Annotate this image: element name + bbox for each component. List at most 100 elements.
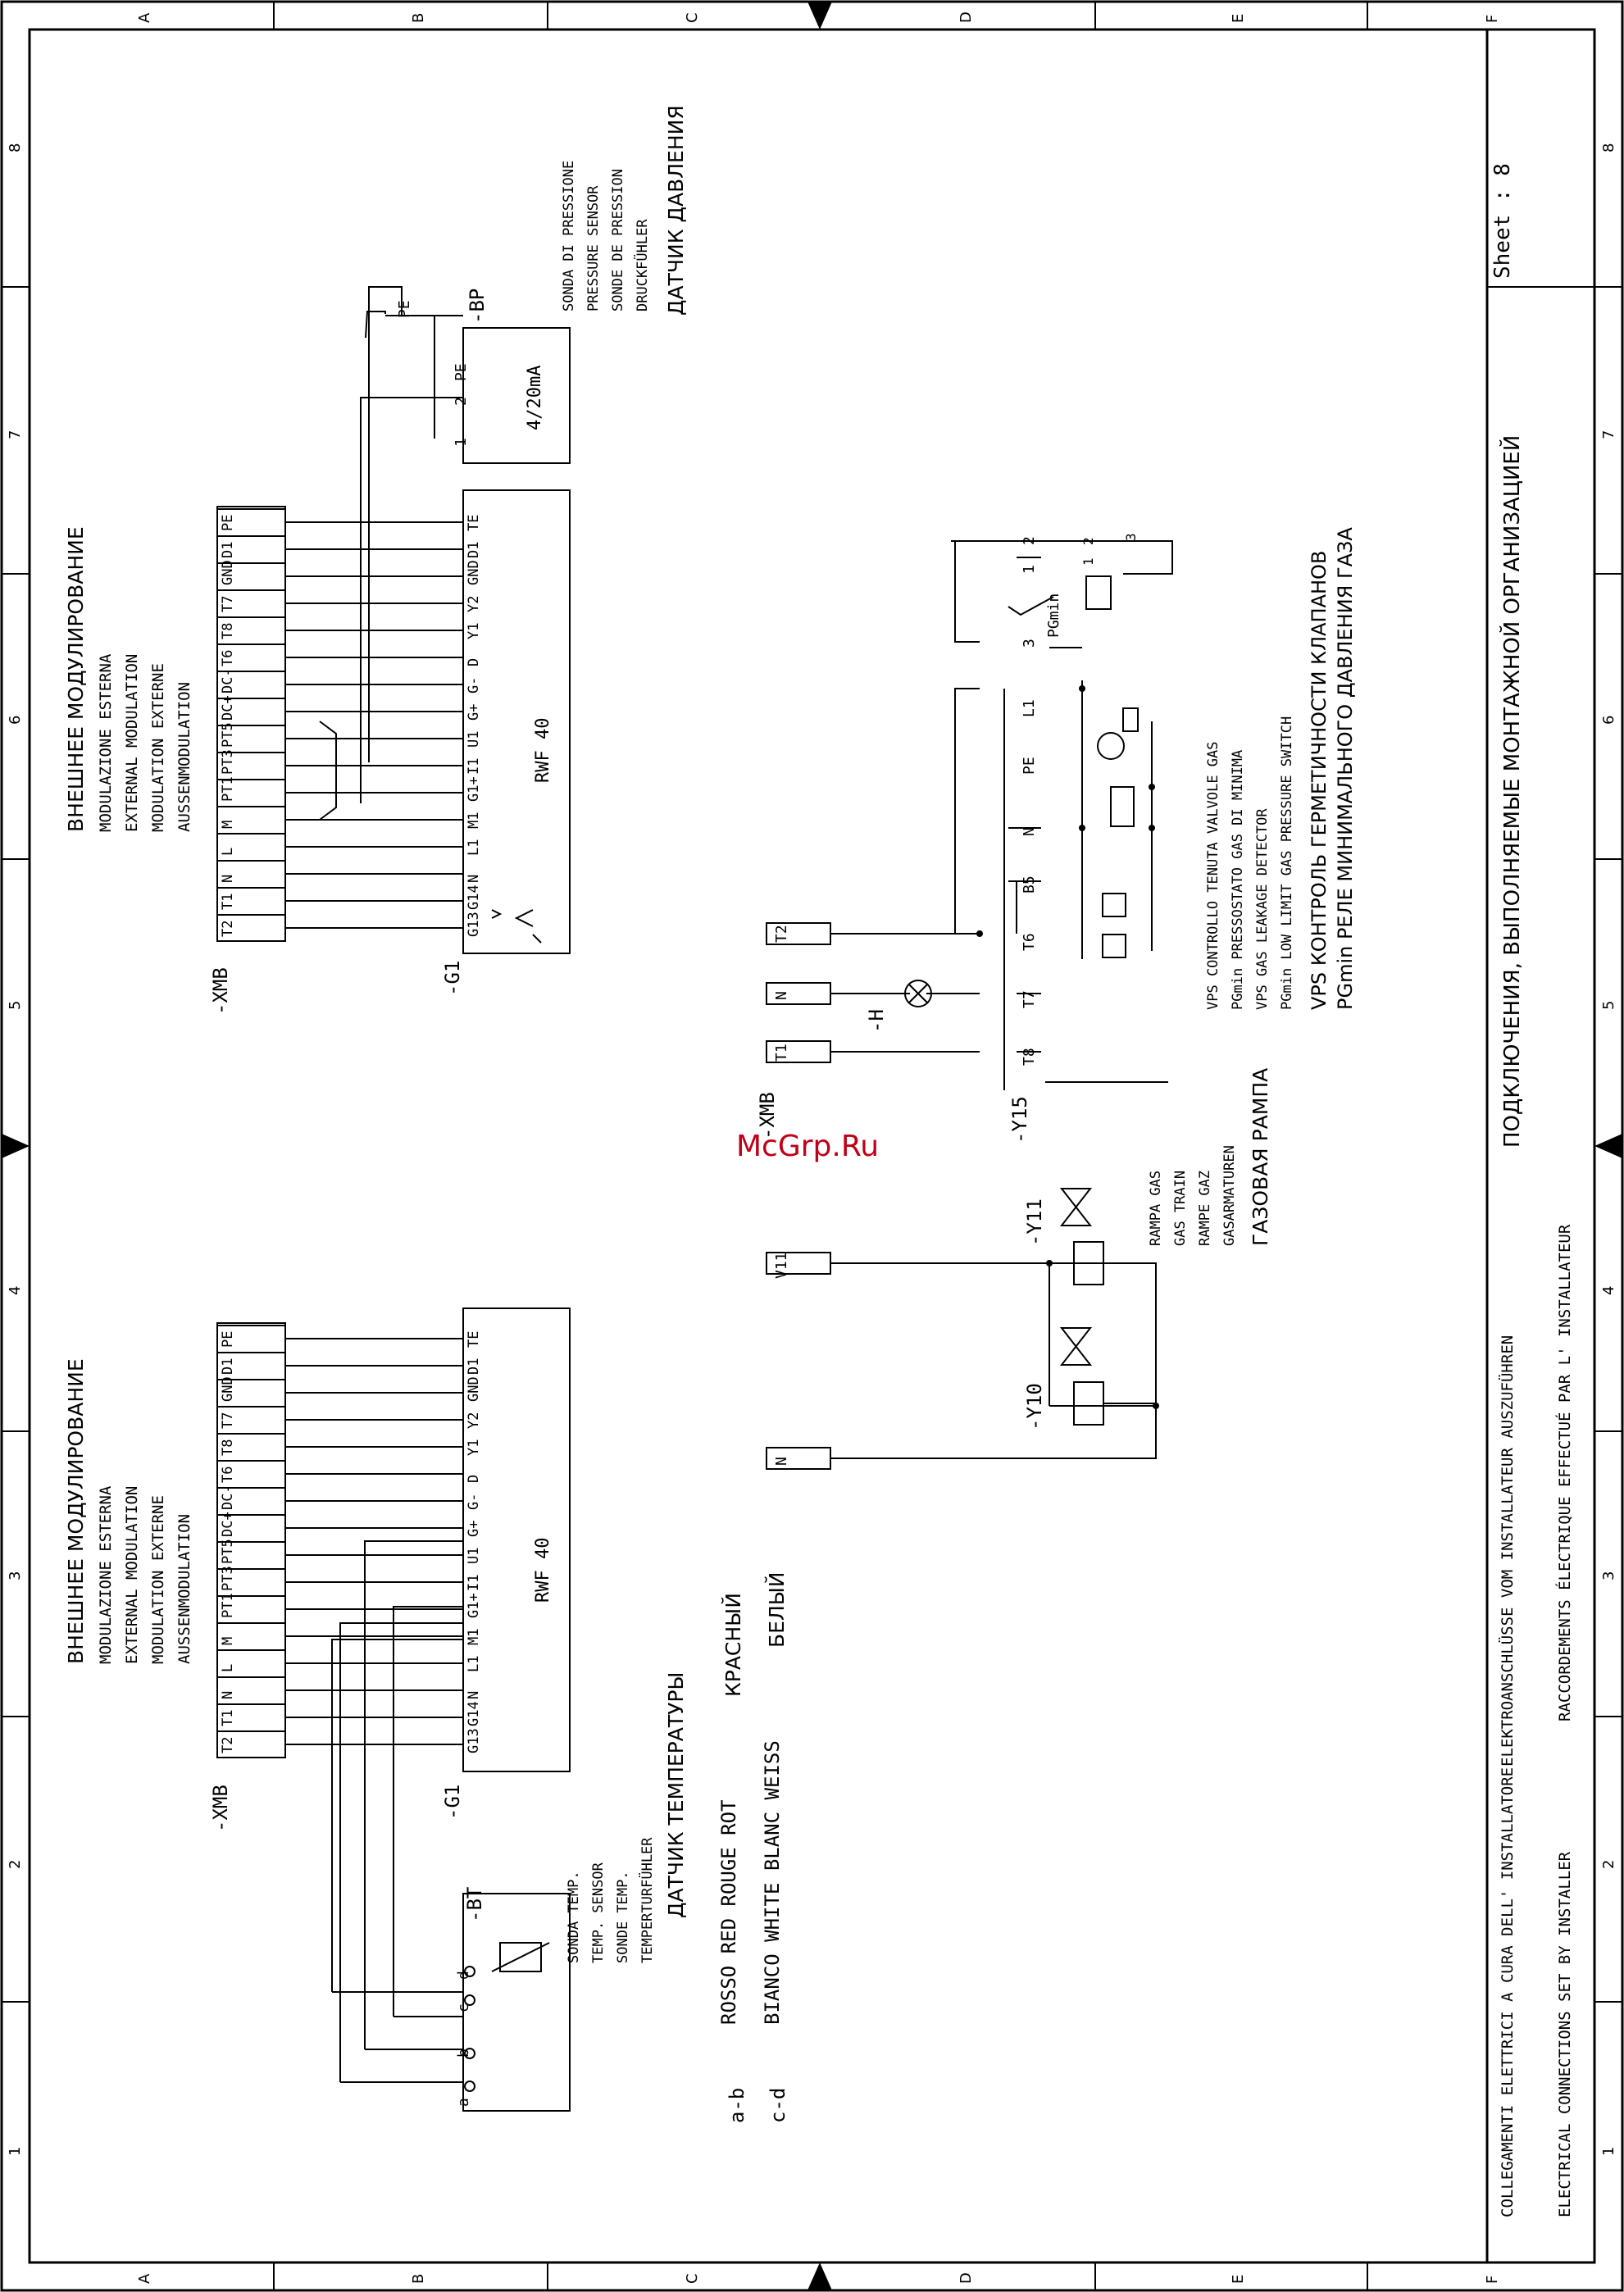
controller-terminal-label: G+ xyxy=(466,1520,482,1537)
controller-terminal-label: D1 xyxy=(466,541,482,558)
controller-terminal-label: M1 xyxy=(466,1628,482,1645)
row-label: 1 xyxy=(7,2146,24,2156)
terminal-strip-ref: -XMB xyxy=(209,1785,232,1832)
col-label: F xyxy=(1484,2275,1501,2284)
modulation-title: ВНЕШНЕЕ МОДУЛИРОВАНИЕ xyxy=(64,526,88,832)
temp-title: ДАТЧИК ТЕМПЕРАТУРЫ xyxy=(664,1671,688,1919)
terminal-n: N xyxy=(773,1457,790,1466)
terminal-label: GND xyxy=(220,1376,236,1402)
controller-terminal-label: G1+ xyxy=(466,776,482,802)
color-key-ab: a-b xyxy=(726,2087,748,2123)
controller-terminal-label: U1 xyxy=(466,730,482,748)
title-de: ELEKTROANSCHLÜSSE VOM INSTALLATEUR AUSZU… xyxy=(1499,1335,1517,1767)
temp-pin: c xyxy=(455,2003,472,2012)
modulation-title: ВНЕШНЕЕ МОДУЛИРОВАНИЕ xyxy=(64,1358,88,1664)
vps-line: PGmin PRESSOSTATO GAS DI MINIMA xyxy=(1230,749,1246,1010)
controller-terminal-label: N xyxy=(466,1690,482,1699)
terminal-label: T6 xyxy=(220,1466,236,1483)
pgmin-pin: 1 xyxy=(1021,565,1038,574)
terminal-label: GND xyxy=(220,560,236,585)
pe-label: PE xyxy=(396,300,413,318)
pgmin-pin: 2 xyxy=(1021,536,1038,545)
controller-terminal-label: GND xyxy=(466,1376,482,1402)
controller-terminal-label: Y2 xyxy=(466,1412,482,1429)
sheet-number: Sheet : 8 xyxy=(1490,163,1515,279)
row-label: 5 xyxy=(1600,1000,1617,1010)
title-en: ELECTRICAL CONNECTIONS SET BY INSTALLER xyxy=(1556,1851,1574,2217)
vps-line: VPS GAS LEAKAGE DETECTOR xyxy=(1254,808,1271,1010)
gas-train-line: GASARMATUREN xyxy=(1221,1145,1238,1246)
controller-terminal-label: Y2 xyxy=(466,595,482,612)
controller-terminal-label: I1 xyxy=(466,1574,482,1591)
controller-terminal-label: D xyxy=(466,657,482,666)
color-key-cd: c-d xyxy=(767,2087,789,2123)
terminal-label: M xyxy=(220,1636,236,1645)
terminal-label: L xyxy=(220,1663,236,1672)
terminal-label: D1 xyxy=(220,541,236,558)
terminal-label: T7 xyxy=(220,595,236,612)
controller-name: RWF 40 xyxy=(533,1537,553,1603)
sensor-pin: 2 xyxy=(453,397,470,406)
controller-ref: -G1 xyxy=(441,960,464,996)
sensor-pin: 1 xyxy=(453,438,470,447)
pgmin-contact: 2 xyxy=(1080,537,1096,545)
terminal-label: T2 xyxy=(220,920,236,937)
lamp-ref: -H xyxy=(865,1009,888,1033)
row-label: 7 xyxy=(7,430,24,439)
terminal-label: T8 xyxy=(220,622,236,639)
controller-terminal-label: G+ xyxy=(466,703,482,721)
modulation-line: MODULAZIONE ESTERNA xyxy=(97,1485,115,1664)
modulation-line: AUSSENMODULATION xyxy=(175,1513,193,1664)
vps-pin: B5 xyxy=(1021,875,1038,894)
row-label: 8 xyxy=(7,143,24,152)
row-label: 6 xyxy=(7,715,24,725)
temp-line: SONDE TEMP. xyxy=(615,1871,631,1963)
pgmin-pin: 3 xyxy=(1021,639,1038,648)
controller-terminal-label: L1 xyxy=(466,1655,482,1672)
sensor-pin: PE xyxy=(453,363,470,381)
valve-y11: -Y11 xyxy=(1023,1198,1046,1246)
color-ab-ru: КРАСНЫЙ xyxy=(721,1593,745,1697)
sensor-title: ДАТЧИК ДАВЛЕНИЯ xyxy=(664,105,688,316)
vps-title-ru: VPS КОНТРОЛЬ ГЕРМЕТИЧНОСТИ КЛАПАНОВ xyxy=(1308,550,1331,1010)
controller-terminal-label: TE xyxy=(466,1330,482,1348)
pgmin-contact: 3 xyxy=(1123,533,1139,541)
xmb-terminal: T1 xyxy=(773,1044,790,1062)
col-label: A xyxy=(136,2273,153,2284)
xmb-terminal: T2 xyxy=(773,925,790,943)
terminal-label: DC+ xyxy=(220,695,236,721)
col-label: E xyxy=(1230,2274,1247,2284)
vps-pin: PE xyxy=(1021,757,1038,775)
pgmin-contact: 1 xyxy=(1080,557,1096,566)
terminal-label: PT5 xyxy=(220,1539,236,1564)
terminal-label: DC+ xyxy=(220,1512,236,1537)
vps-line: PGmin LOW LIMIT GAS PRESSURE SWITCH xyxy=(1279,716,1295,1010)
row-label: 5 xyxy=(7,1000,24,1010)
col-label: B xyxy=(410,2273,427,2284)
controller-terminal-label: D1 xyxy=(466,1357,482,1375)
vps-pin: T8 xyxy=(1021,1048,1038,1066)
terminal-label: M xyxy=(220,820,236,829)
row-label: 7 xyxy=(1600,430,1617,439)
col-label: E xyxy=(1230,13,1247,23)
gas-train-line: RAMPE GAZ xyxy=(1197,1170,1213,1246)
title-fr: RACCORDEMENTS ÉLECTRIQUE EFFECTUÉ PAR L'… xyxy=(1556,1224,1574,1721)
controller-terminal-label: TE xyxy=(466,514,482,531)
controller-terminal-label: G14 xyxy=(466,1701,482,1726)
terminal-label: T7 xyxy=(220,1412,236,1429)
row-label: 3 xyxy=(1600,1571,1617,1580)
modulation-line: AUSSENMODULATION xyxy=(175,681,193,832)
controller-terminal-label: G13 xyxy=(466,912,482,937)
terminal-label: T1 xyxy=(220,893,236,910)
modulation-line: EXTERNAL MODULATION xyxy=(123,1485,141,1664)
controller-ref: -G1 xyxy=(441,1784,464,1820)
sensor-line: PRESSURE SENSOR xyxy=(585,185,602,312)
terminal-v11: V11 xyxy=(773,1252,790,1279)
xmb-terminal: N xyxy=(773,991,790,1000)
col-label: A xyxy=(136,12,153,23)
controller-terminal-label: G14 xyxy=(466,885,482,910)
temp-line: SONDA TEMP. xyxy=(566,1871,582,1963)
controller-terminal-label: G- xyxy=(466,1493,482,1510)
sensor-line: SONDA DI PRESSIONE xyxy=(561,160,577,312)
